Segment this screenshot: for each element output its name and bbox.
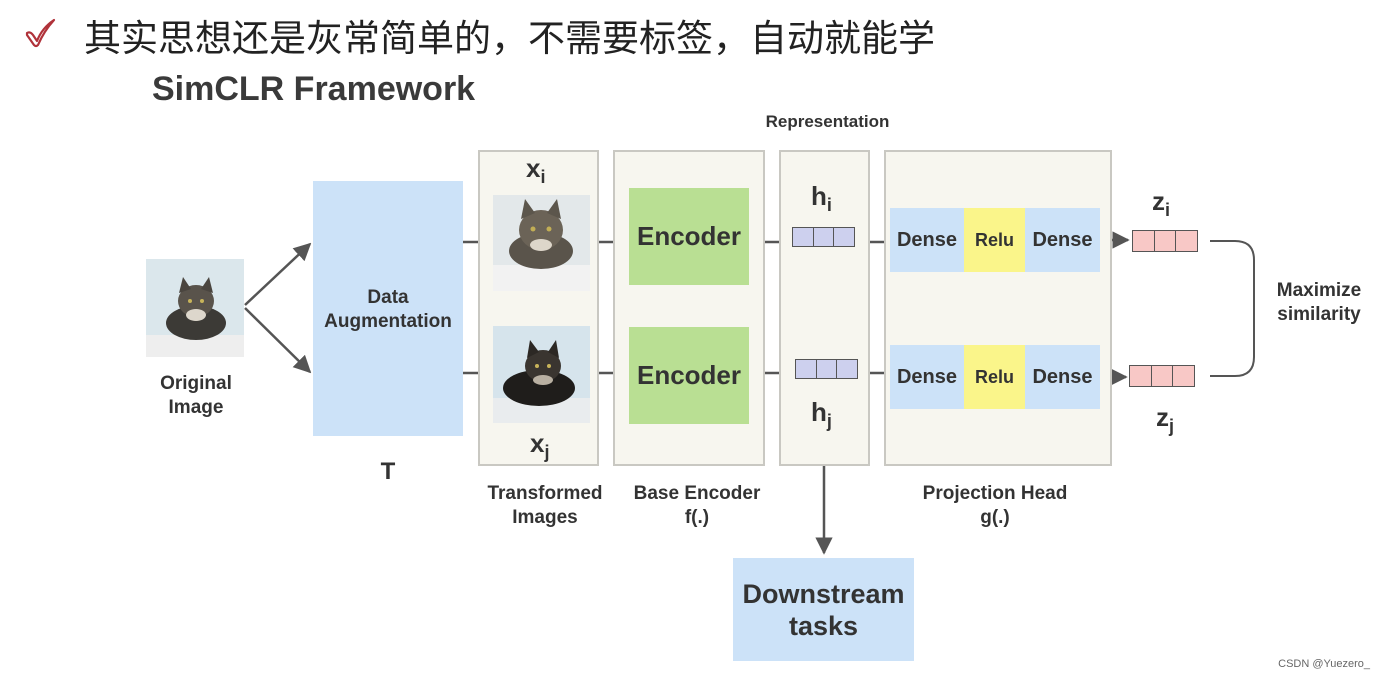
encoder-block-i: Encoder: [629, 188, 749, 285]
header-text: 其实思想还是灰常简单的，不需要标签，自动就能学: [84, 17, 935, 60]
projection-head-label: Projection Head g(.): [900, 482, 1090, 530]
maximize-label-line2: similarity: [1277, 304, 1361, 325]
data-augmentation-block: Data Augmentation: [313, 181, 463, 436]
diagram-title: SimCLR Framework: [152, 70, 476, 108]
relu-block-j: Relu: [964, 345, 1025, 409]
representation-panel: [779, 150, 870, 466]
transformed-image-j: [493, 326, 590, 423]
dense-block-i-1: Dense: [890, 208, 964, 272]
projection-head-label-line1: Projection Head: [922, 483, 1068, 504]
representation-label: Representation: [765, 112, 890, 131]
projection-vector-z-i: [1132, 230, 1198, 252]
transformed-label-line2: Images: [512, 507, 578, 528]
maximize-similarity-label: Maximize similarity: [1262, 279, 1376, 327]
projection-head-label-line2: g(.): [980, 507, 1010, 528]
transformed-image-i: [493, 195, 590, 291]
projection-vector-z-j: [1129, 365, 1195, 387]
base-encoder-label-line1: Base Encoder: [633, 483, 761, 504]
base-encoder-label: Base Encoder f(.): [612, 482, 782, 530]
projection-head-panel: [884, 150, 1112, 466]
original-image-label-line2: Image: [168, 397, 224, 418]
checkmark-icon: [25, 18, 56, 48]
symbol-h-i: hi: [811, 181, 832, 216]
symbol-h-j: hj: [811, 397, 832, 432]
relu-block-i: Relu: [964, 208, 1025, 272]
dense-block-j-1: Dense: [890, 345, 964, 409]
symbol-x-j: xj: [530, 428, 550, 463]
cat-photo-icon: [146, 259, 244, 357]
watermark: CSDN @Yuezero_: [1278, 658, 1370, 670]
downstream-label-line1: Downstream: [742, 578, 905, 609]
augmentation-label-line2: Augmentation: [324, 311, 452, 332]
symbol-z-j: zj: [1156, 402, 1175, 437]
base-encoder-label-line2: f(.): [684, 507, 710, 528]
dense-block-i-2: Dense: [1025, 208, 1100, 272]
downstream-label-line2: tasks: [788, 610, 859, 641]
symbol-z-i: zi: [1152, 186, 1171, 221]
representation-vector-h-j: [795, 359, 858, 379]
transformed-label-line1: Transformed: [487, 483, 603, 504]
encoder-block-j: Encoder: [629, 327, 749, 424]
dense-block-j-2: Dense: [1025, 345, 1100, 409]
maximize-label-line1: Maximize: [1276, 280, 1362, 301]
original-image-label: Original Image: [140, 372, 252, 420]
augmentation-label-line1: Data: [367, 287, 409, 308]
original-image-label-line1: Original: [160, 373, 232, 394]
representation-vector-h-i: [792, 227, 855, 247]
cat-photo-icon: [493, 195, 590, 291]
arrow-original-to-aug-top: [244, 242, 312, 306]
arrow-original-to-aug-bottom: [244, 307, 312, 374]
augmentation-symbol: T: [380, 458, 396, 485]
original-image: [146, 259, 244, 357]
downstream-tasks-block: Downstream tasks: [733, 558, 914, 661]
symbol-x-i: xi: [526, 153, 546, 188]
transformed-images-label: Transformed Images: [470, 482, 620, 530]
cat-photo-icon: [493, 326, 590, 423]
similarity-bracket: [1210, 240, 1255, 377]
